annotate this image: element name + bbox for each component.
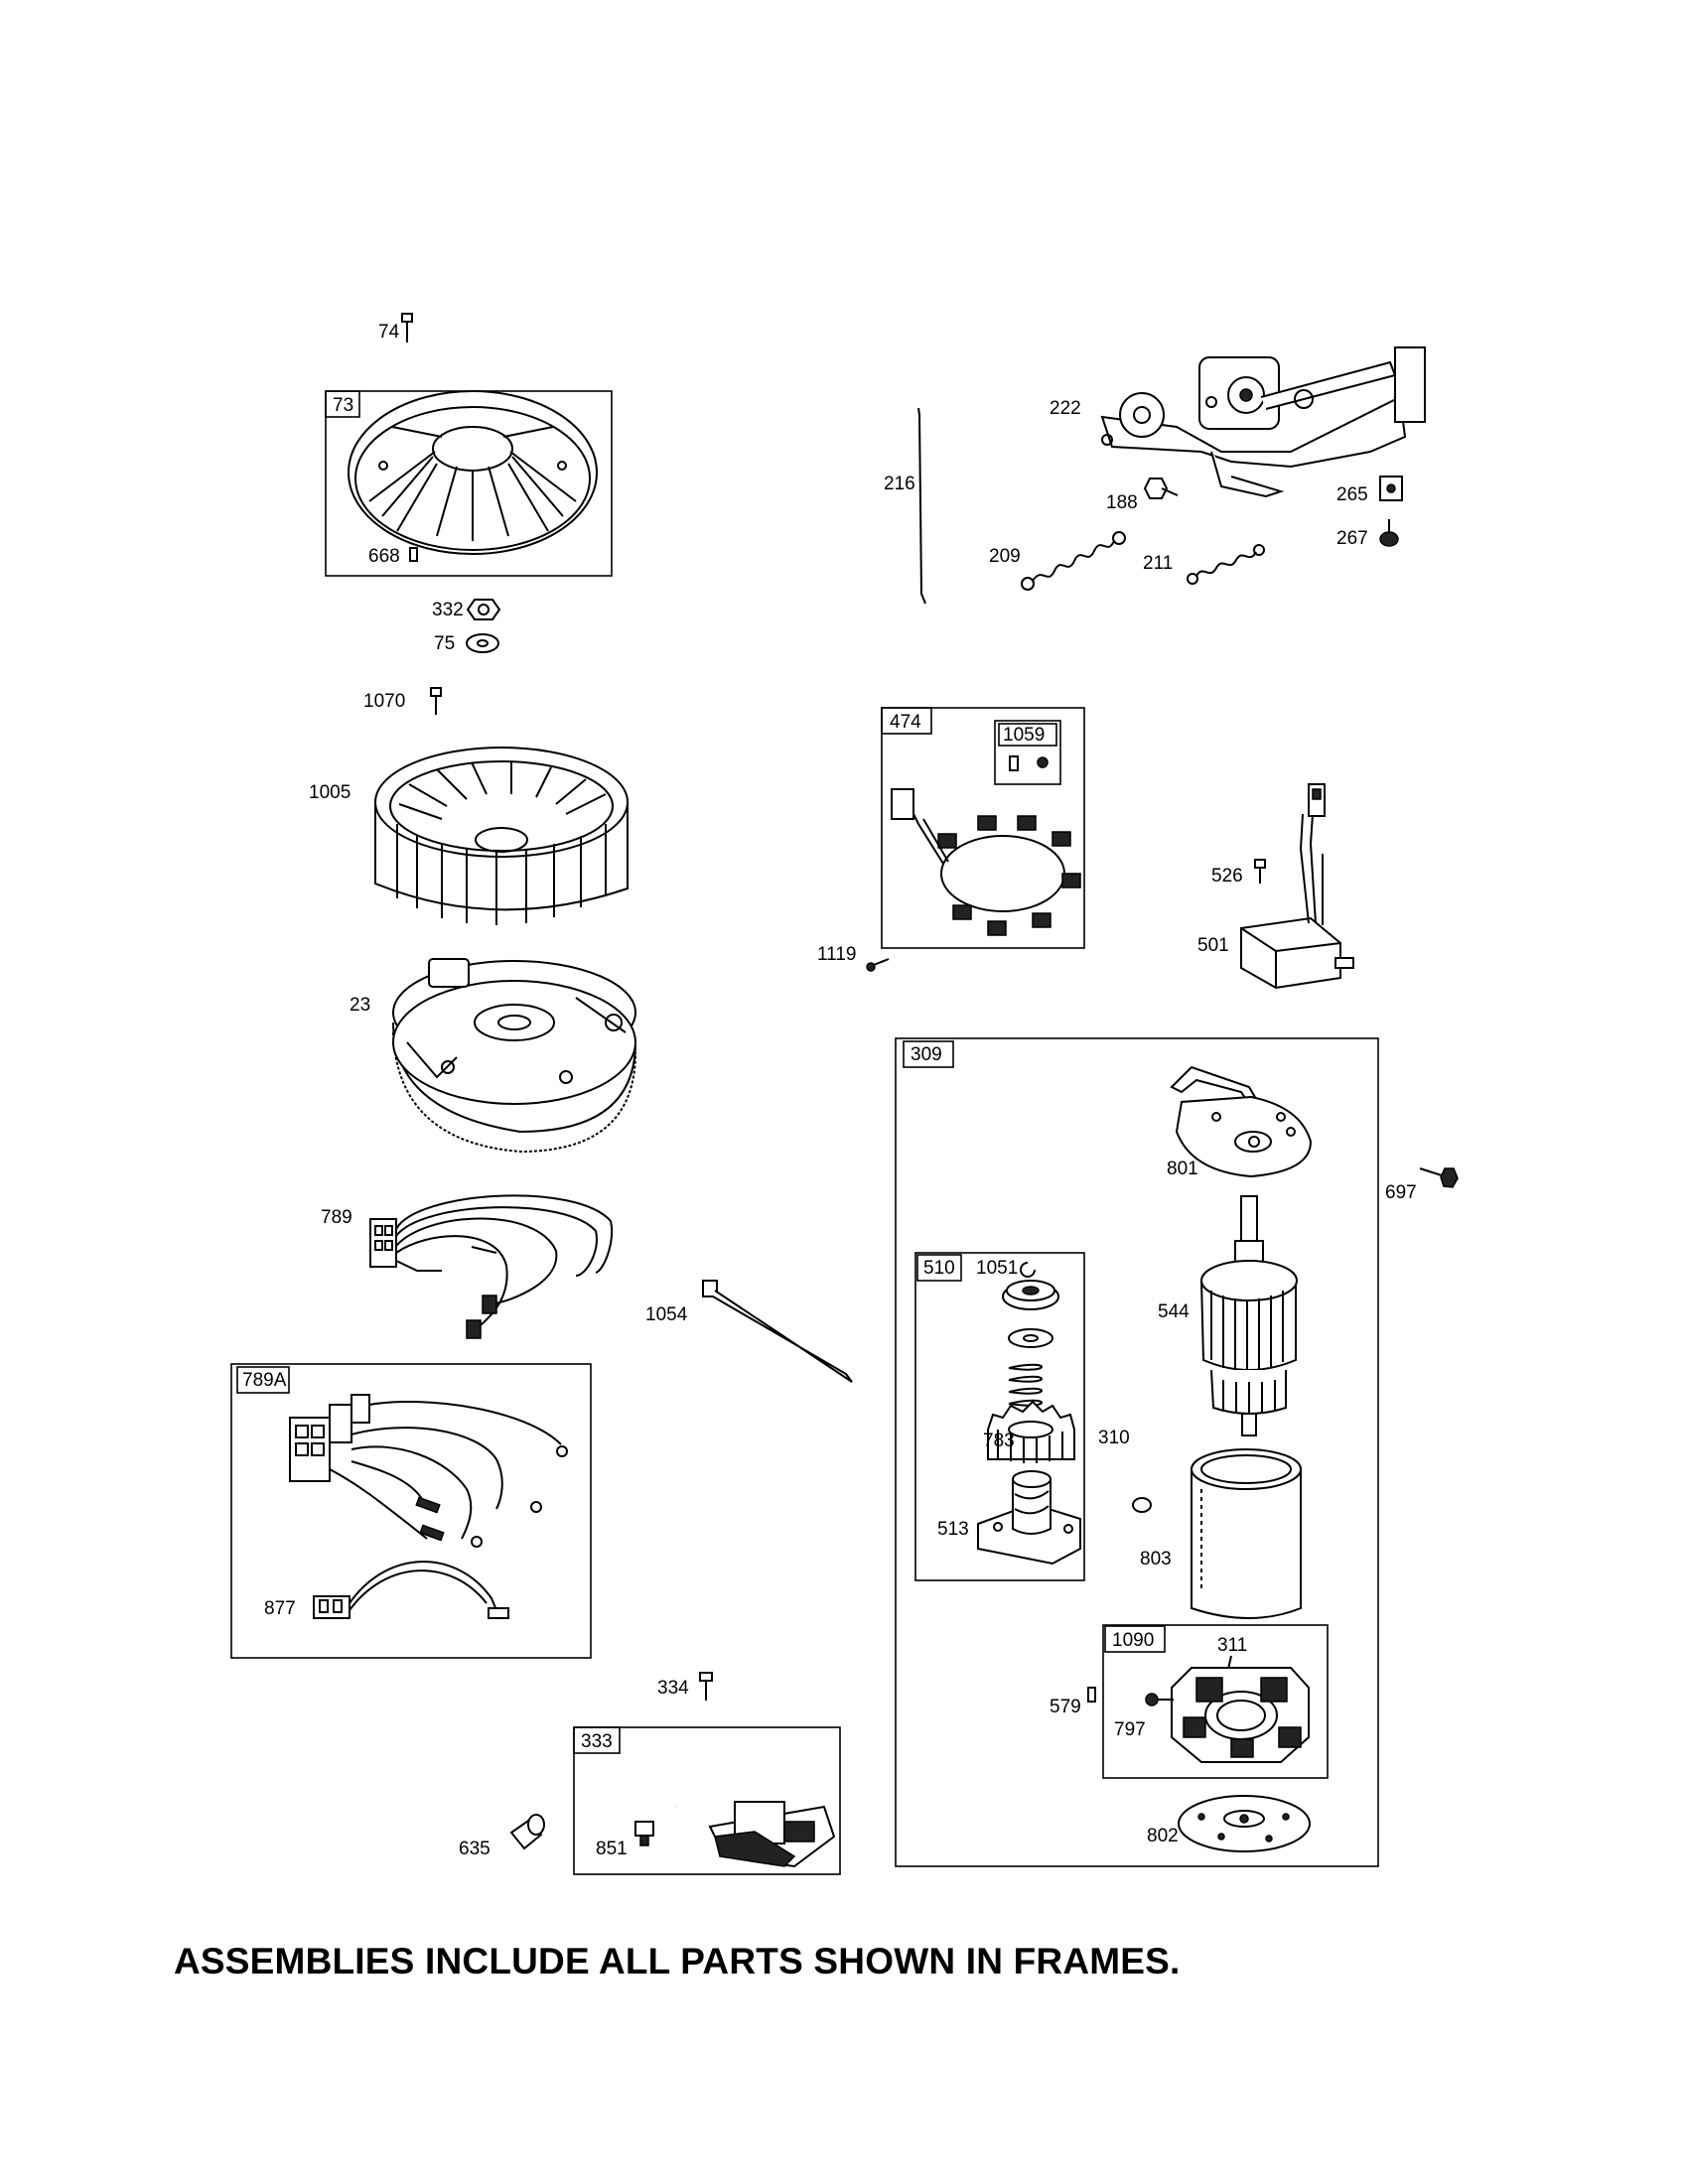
part-310-through-bolt xyxy=(1132,1380,1152,1513)
part-802-end-plate xyxy=(1178,1795,1311,1852)
part-1005-fan xyxy=(374,747,629,925)
frame-1059 xyxy=(994,720,1061,785)
label-579: 579 xyxy=(1050,1697,1081,1717)
part-334-bolt xyxy=(699,1672,713,1701)
part-668-pin xyxy=(409,547,418,562)
part-579-spring xyxy=(1087,1687,1096,1703)
part-267-screw xyxy=(1379,519,1399,547)
label-1005: 1005 xyxy=(309,782,351,803)
label-501: 501 xyxy=(1197,935,1229,956)
part-1070-bolt xyxy=(430,687,442,715)
label-1070: 1070 xyxy=(363,691,405,712)
frame-1090 xyxy=(1102,1624,1329,1779)
frame-1059-tag xyxy=(998,723,1057,747)
label-188: 188 xyxy=(1106,492,1138,513)
label-1090: 1090 xyxy=(1112,1630,1154,1651)
label-789: 789 xyxy=(321,1207,352,1228)
part-474-alternator-stator xyxy=(891,788,1083,936)
part-1051-retainer-clip xyxy=(1020,1262,1036,1278)
part-526-screw xyxy=(1254,859,1266,884)
label-797: 797 xyxy=(1114,1719,1146,1740)
frame-73-tag xyxy=(325,390,360,418)
label-216: 216 xyxy=(884,474,915,494)
label-513: 513 xyxy=(937,1519,969,1540)
label-668: 668 xyxy=(368,546,400,567)
frame-309-tag xyxy=(903,1040,954,1068)
part-789-harness xyxy=(369,1194,614,1339)
frame-789A-tag xyxy=(236,1366,290,1394)
part-209-spring xyxy=(1021,531,1126,591)
label-510: 510 xyxy=(923,1258,955,1279)
part-73-blower-housing xyxy=(348,390,598,555)
label-211: 211 xyxy=(1143,553,1173,574)
part-188-bolt xyxy=(1143,478,1179,499)
frame-474-tag xyxy=(881,707,932,735)
label-222: 222 xyxy=(1050,398,1081,419)
label-267: 267 xyxy=(1336,528,1368,549)
part-803-motor-housing xyxy=(1191,1448,1302,1619)
label-801: 801 xyxy=(1167,1159,1198,1179)
label-474: 474 xyxy=(890,712,921,733)
label-334: 334 xyxy=(657,1678,689,1699)
label-333: 333 xyxy=(581,1731,613,1752)
label-1054: 1054 xyxy=(645,1304,688,1325)
label-310: 310 xyxy=(1098,1428,1130,1448)
label-783: 783 xyxy=(983,1431,1015,1451)
label-697: 697 xyxy=(1385,1182,1417,1203)
label-802: 802 xyxy=(1147,1826,1179,1846)
label-74: 74 xyxy=(378,322,400,342)
frame-309 xyxy=(895,1037,1379,1867)
label-265: 265 xyxy=(1336,484,1368,505)
label-1059: 1059 xyxy=(1003,725,1045,746)
label-75: 75 xyxy=(434,633,455,654)
part-877-lead xyxy=(313,1561,509,1619)
part-635-spark-plug-boot xyxy=(509,1814,545,1850)
label-803: 803 xyxy=(1140,1549,1172,1570)
label-311: 311 xyxy=(1217,1635,1247,1656)
part-501-regulator xyxy=(1240,783,1354,990)
part-265-clip xyxy=(1379,476,1403,501)
part-510-drive-kit xyxy=(977,1280,1081,1566)
label-851: 851 xyxy=(596,1839,628,1859)
part-216-link-rod xyxy=(917,407,926,605)
label-73: 73 xyxy=(333,395,353,416)
part-797-terminal-stud xyxy=(1145,1693,1174,1706)
label-1051: 1051 xyxy=(976,1258,1018,1279)
part-1059-hardware xyxy=(1009,755,1049,771)
part-74-bolt xyxy=(401,313,413,342)
label-209: 209 xyxy=(989,546,1021,567)
frame-510 xyxy=(914,1252,1085,1581)
label-877: 877 xyxy=(264,1598,296,1619)
label-332: 332 xyxy=(432,600,464,620)
label-23: 23 xyxy=(350,995,370,1016)
part-333-ignition-armature xyxy=(673,1750,836,1868)
part-75-washer xyxy=(466,633,499,653)
part-1090-brush-assembly xyxy=(1171,1655,1310,1763)
part-1054-cable-tie xyxy=(702,1280,853,1383)
footer-note: ASSEMBLIES INCLUDE ALL PARTS SHOWN IN FR… xyxy=(174,1941,1181,1981)
frame-1090-tag xyxy=(1104,1625,1166,1653)
label-526: 526 xyxy=(1211,866,1243,887)
label-309: 309 xyxy=(911,1044,942,1065)
frame-789A xyxy=(230,1363,592,1659)
frame-474 xyxy=(881,707,1085,949)
label-1119: 1119 xyxy=(817,944,856,965)
label-544: 544 xyxy=(1158,1301,1190,1322)
label-789A: 789A xyxy=(242,1370,287,1391)
label-635: 635 xyxy=(459,1839,491,1859)
frame-333 xyxy=(573,1726,841,1875)
part-222-control-bracket xyxy=(1100,346,1426,498)
part-1119-screw xyxy=(866,958,890,972)
part-211-spring xyxy=(1187,544,1265,585)
part-801-end-cap xyxy=(1170,1065,1313,1178)
part-789A-harness xyxy=(289,1394,568,1548)
part-23-flywheel xyxy=(392,958,636,1154)
part-697-bolt xyxy=(1419,1167,1459,1188)
frame-510-tag xyxy=(916,1254,962,1282)
part-851-terminal xyxy=(634,1821,654,1846)
part-332-nut xyxy=(466,599,501,620)
part-544-armature xyxy=(1200,1195,1298,1436)
frame-333-tag xyxy=(573,1726,621,1754)
